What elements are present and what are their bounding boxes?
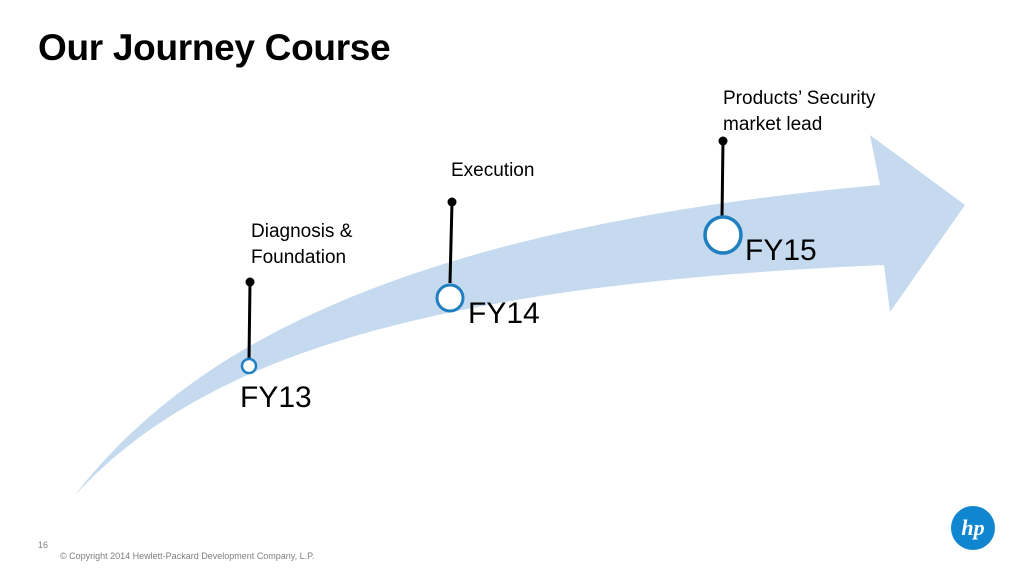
fy13-label-line-2: Foundation <box>251 247 347 268</box>
hp-logo-icon: hp <box>951 506 995 550</box>
fy15-connector-line <box>720 140 725 218</box>
fy13-year-label: FY13 <box>240 381 312 414</box>
hp-logo-text: hp <box>961 515 984 540</box>
fy14-milestone-label: Execution <box>451 158 534 184</box>
fy13-milestone-label: Diagnosis & Foundation <box>251 219 352 271</box>
fy14-connector-line <box>448 201 454 284</box>
slide-number: 16 <box>38 540 49 550</box>
fy15-label-line-2: market lead <box>723 114 823 135</box>
fy15-year-label: FY15 <box>745 234 817 267</box>
fy13-marker <box>240 357 258 375</box>
copyright-notice: © Copyright 2014 Hewlett-Packard Develop… <box>60 551 315 561</box>
fy15-milestone-label: Products’ Security market lead <box>723 86 875 138</box>
slide-title: Our Journey Course <box>38 27 391 68</box>
fy13-connector-dot <box>245 277 255 287</box>
fy15-connector-dot <box>718 136 728 146</box>
fy14-label-line-1: Execution <box>451 160 535 181</box>
fy15-marker <box>703 215 743 255</box>
fy15-label-line-1: Products’ Security <box>723 88 876 109</box>
fy14-year-label: FY14 <box>468 297 540 330</box>
fy14-connector-dot <box>447 197 457 207</box>
journey-arrow <box>75 135 965 495</box>
fy14-marker <box>435 283 465 313</box>
fy13-connector-line <box>247 281 252 361</box>
fy13-label-line-1: Diagnosis & <box>251 221 353 242</box>
